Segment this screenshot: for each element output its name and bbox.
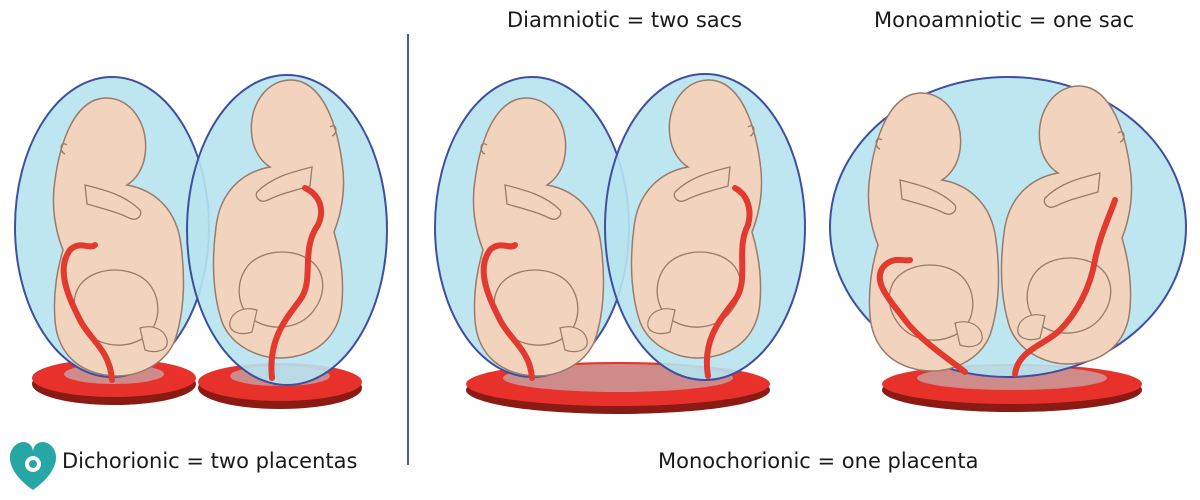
umbilical-cord-right-2: [1012, 197, 1118, 377]
umbilical-cord-middle-1: [480, 242, 535, 381]
umbilical-cord-left-2: [268, 185, 325, 381]
umbilical-cord-right-1: [876, 256, 968, 375]
dichorionic-group: [14, 74, 388, 409]
heart-logo-icon: [9, 441, 57, 490]
umbilical-cord-middle-2: [703, 185, 753, 379]
monoamniotic-group: [829, 76, 1187, 412]
umbilical-cord-left-1: [60, 242, 115, 383]
monochorionic-label: Monochorionic = one placenta: [658, 449, 979, 473]
diamniotic-label: Diamniotic = two sacs: [507, 8, 743, 32]
diamniotic-group: [434, 73, 806, 414]
monoamniotic-label: Monoamniotic = one sac: [874, 8, 1135, 32]
dichorionic-label: Dichorionic = two placentas: [62, 449, 358, 473]
placenta-right: [882, 364, 1142, 412]
